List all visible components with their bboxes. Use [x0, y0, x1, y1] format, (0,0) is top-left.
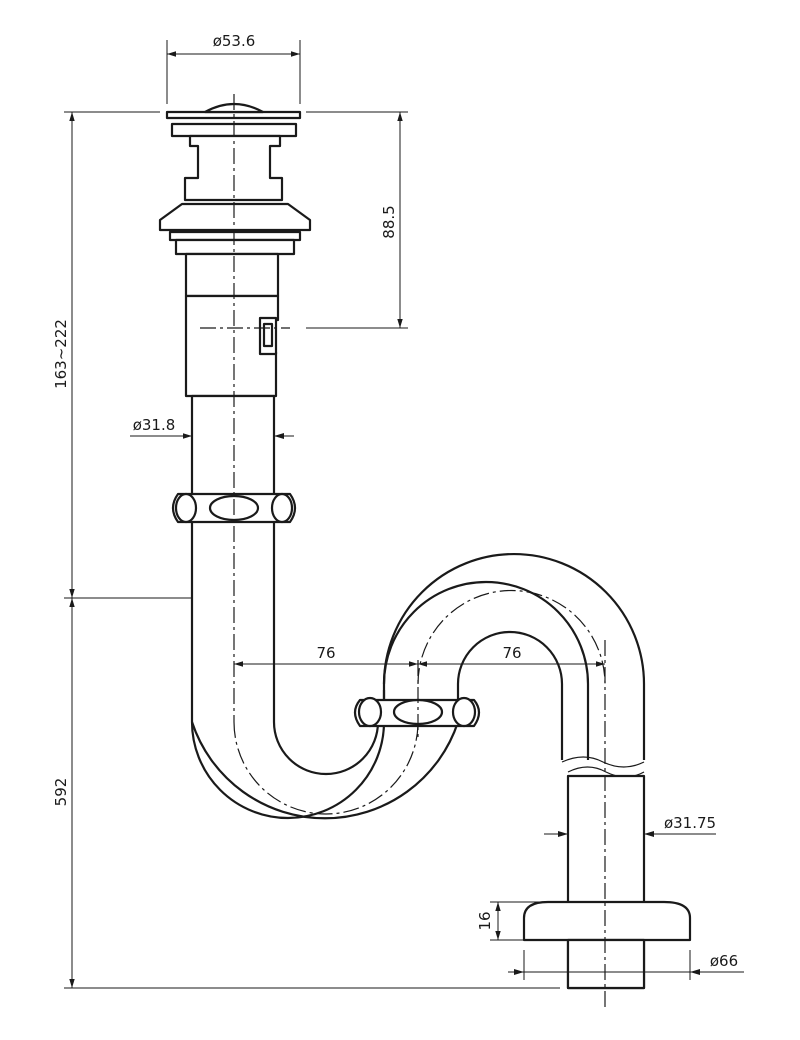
- label-escutcheon-diameter: ø66: [710, 952, 738, 970]
- label-flange-diameter: ø53.6: [213, 32, 256, 50]
- center-lines: [200, 94, 606, 1010]
- dimension-flange-diameter: ø53.6: [166, 32, 301, 104]
- dimension-drain-pipe-diameter: ø31.75: [544, 814, 716, 837]
- label-total-height: 592: [52, 778, 70, 807]
- label-adjustable-height: 163~222: [52, 319, 70, 389]
- s-trap-pipe: [190, 522, 646, 820]
- dimension-trap-offset-left: 76: [234, 644, 418, 667]
- escutcheon-plate: [522, 900, 692, 942]
- label-trap-offset-left: 76: [316, 644, 335, 662]
- slip-joint-nut-middle: [353, 696, 481, 728]
- dimension-adjustable-height: 163~222: [52, 111, 192, 599]
- dimension-escutcheon-diameter: ø66: [508, 950, 744, 980]
- drain-body: [184, 252, 280, 298]
- dimension-trap-offset-right: 76: [418, 644, 605, 667]
- lock-nut: [158, 202, 312, 232]
- dimension-total-height: 592: [52, 598, 560, 989]
- dimension-overflow-height: 88.5: [306, 111, 408, 329]
- label-overflow-height: 88.5: [380, 205, 398, 238]
- tailpiece: [190, 394, 276, 498]
- drain-assembly: [158, 102, 312, 398]
- dimension-tailpiece-diameter: ø31.8: [130, 416, 294, 439]
- label-trap-offset-right: 76: [502, 644, 521, 662]
- dimension-escutcheon-height: 16: [476, 901, 540, 941]
- label-escutcheon-height: 16: [476, 911, 494, 930]
- label-drain-pipe-diameter: ø31.75: [664, 814, 716, 832]
- label-tailpiece-diameter: ø31.8: [133, 416, 176, 434]
